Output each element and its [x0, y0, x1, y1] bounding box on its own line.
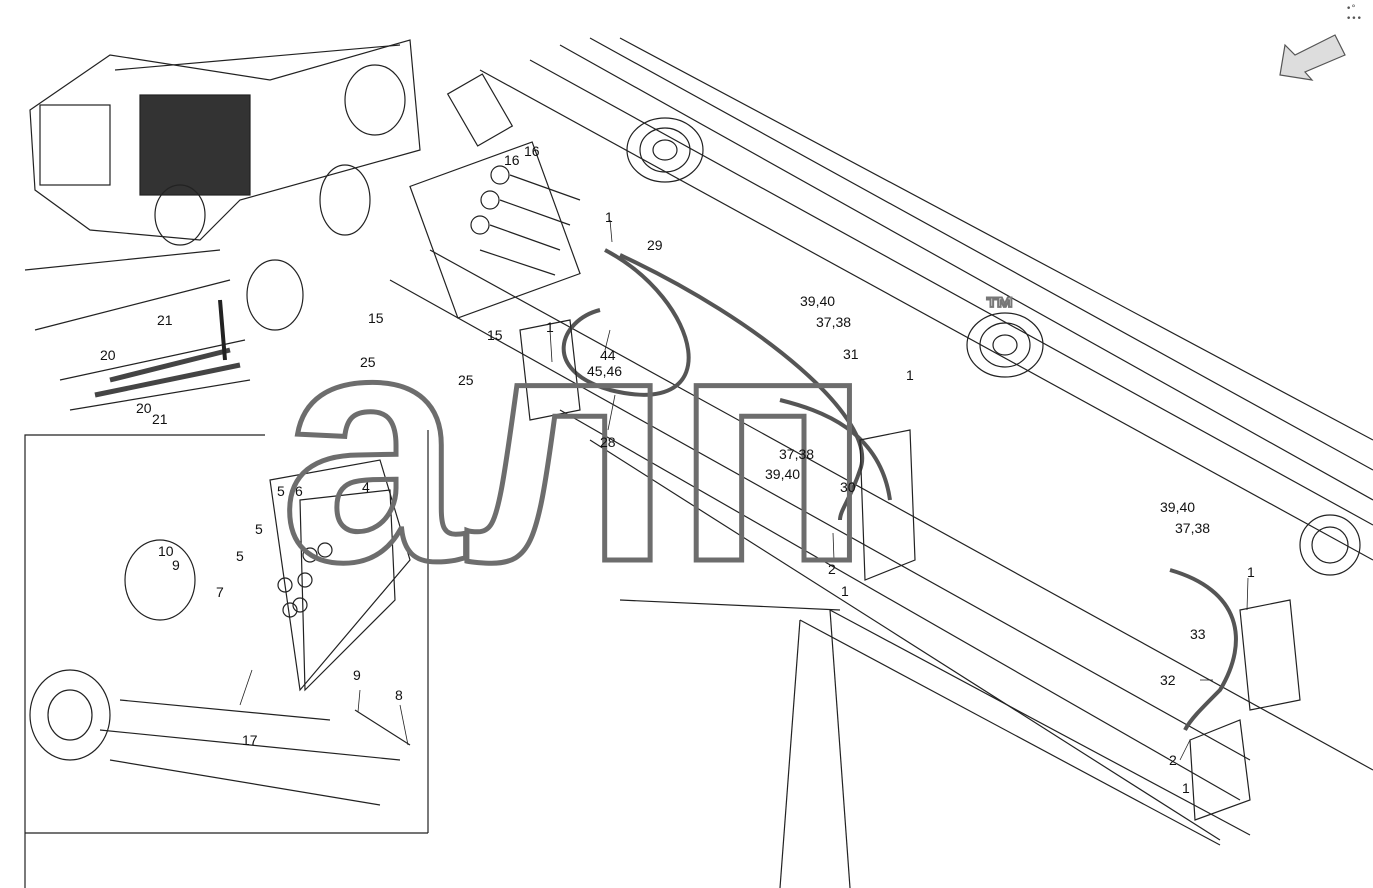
- corner-mark: •° •••: [1346, 4, 1362, 24]
- callout-label: 33: [1190, 626, 1206, 642]
- watermark-text: алп: [280, 261, 873, 630]
- callout-label: 10: [158, 543, 174, 559]
- callout-label: 2: [828, 561, 836, 577]
- callout-label: 15: [368, 310, 384, 326]
- callout-label: 1: [906, 367, 914, 383]
- left-hose-assembly: [24, 249, 251, 411]
- callout-label: 1: [1182, 780, 1190, 796]
- callout-label: 5: [236, 548, 244, 564]
- callout-label: 39,40: [765, 466, 801, 482]
- callout-label: 39,40: [800, 293, 836, 309]
- callout-label: 28: [600, 434, 616, 450]
- watermark-logo: алп: [278, 259, 876, 633]
- callout-label: 1: [841, 583, 849, 599]
- callout-label: 4: [362, 479, 370, 495]
- leader-lines: [239, 219, 1249, 761]
- callout-label: 31: [843, 346, 859, 362]
- inset-valve-block: [29, 459, 411, 806]
- callout-label: 39,40: [1160, 499, 1196, 515]
- callout-label: 25: [458, 372, 474, 388]
- callout-label: 16: [504, 152, 520, 168]
- trademark-symbol: ™: [984, 291, 1016, 326]
- direction-arrow-icon: [1279, 34, 1346, 81]
- callout-label: 37,38: [1175, 520, 1211, 536]
- callout-label: 6: [295, 483, 303, 499]
- callout-label: 45,46: [587, 363, 623, 379]
- callout-label: 8: [395, 687, 403, 703]
- callout-label: 15: [487, 327, 503, 343]
- callout-label: 1: [1247, 564, 1255, 580]
- callout-label: 7: [216, 584, 224, 600]
- frame-rails: [389, 37, 1373, 841]
- callout-label: 16: [524, 143, 540, 159]
- callout-label: 29: [647, 237, 663, 253]
- callout-label: 30: [840, 479, 856, 495]
- hoses: [561, 248, 1238, 731]
- callout-label: 37,38: [816, 314, 852, 330]
- callout-label: 37,38: [779, 446, 815, 462]
- pulleys: [626, 117, 1361, 576]
- brackets: [519, 319, 1301, 821]
- callout-label: 20: [100, 347, 116, 363]
- callout-label: 17: [242, 732, 258, 748]
- callout-label: 20: [136, 400, 152, 416]
- callout-label: 5: [255, 521, 263, 537]
- callout-label: 25: [360, 354, 376, 370]
- callout-label: 5: [277, 483, 285, 499]
- callout-label: 44: [600, 347, 616, 363]
- callout-label: 9: [172, 557, 180, 573]
- detail-inset: [24, 430, 429, 888]
- lower-beam: [779, 609, 1251, 888]
- vehicle-illustration: [29, 39, 421, 246]
- callout-label: 1: [546, 319, 554, 335]
- callout-label: 2: [1169, 752, 1177, 768]
- callout-label: 21: [157, 312, 173, 328]
- manifold-fittings: [409, 73, 581, 319]
- callout-label: 21: [152, 411, 168, 427]
- callout-label: 1: [605, 209, 613, 225]
- callout-label: 32: [1160, 672, 1176, 688]
- air-tank: [246, 164, 371, 331]
- callout-label: 9: [353, 667, 361, 683]
